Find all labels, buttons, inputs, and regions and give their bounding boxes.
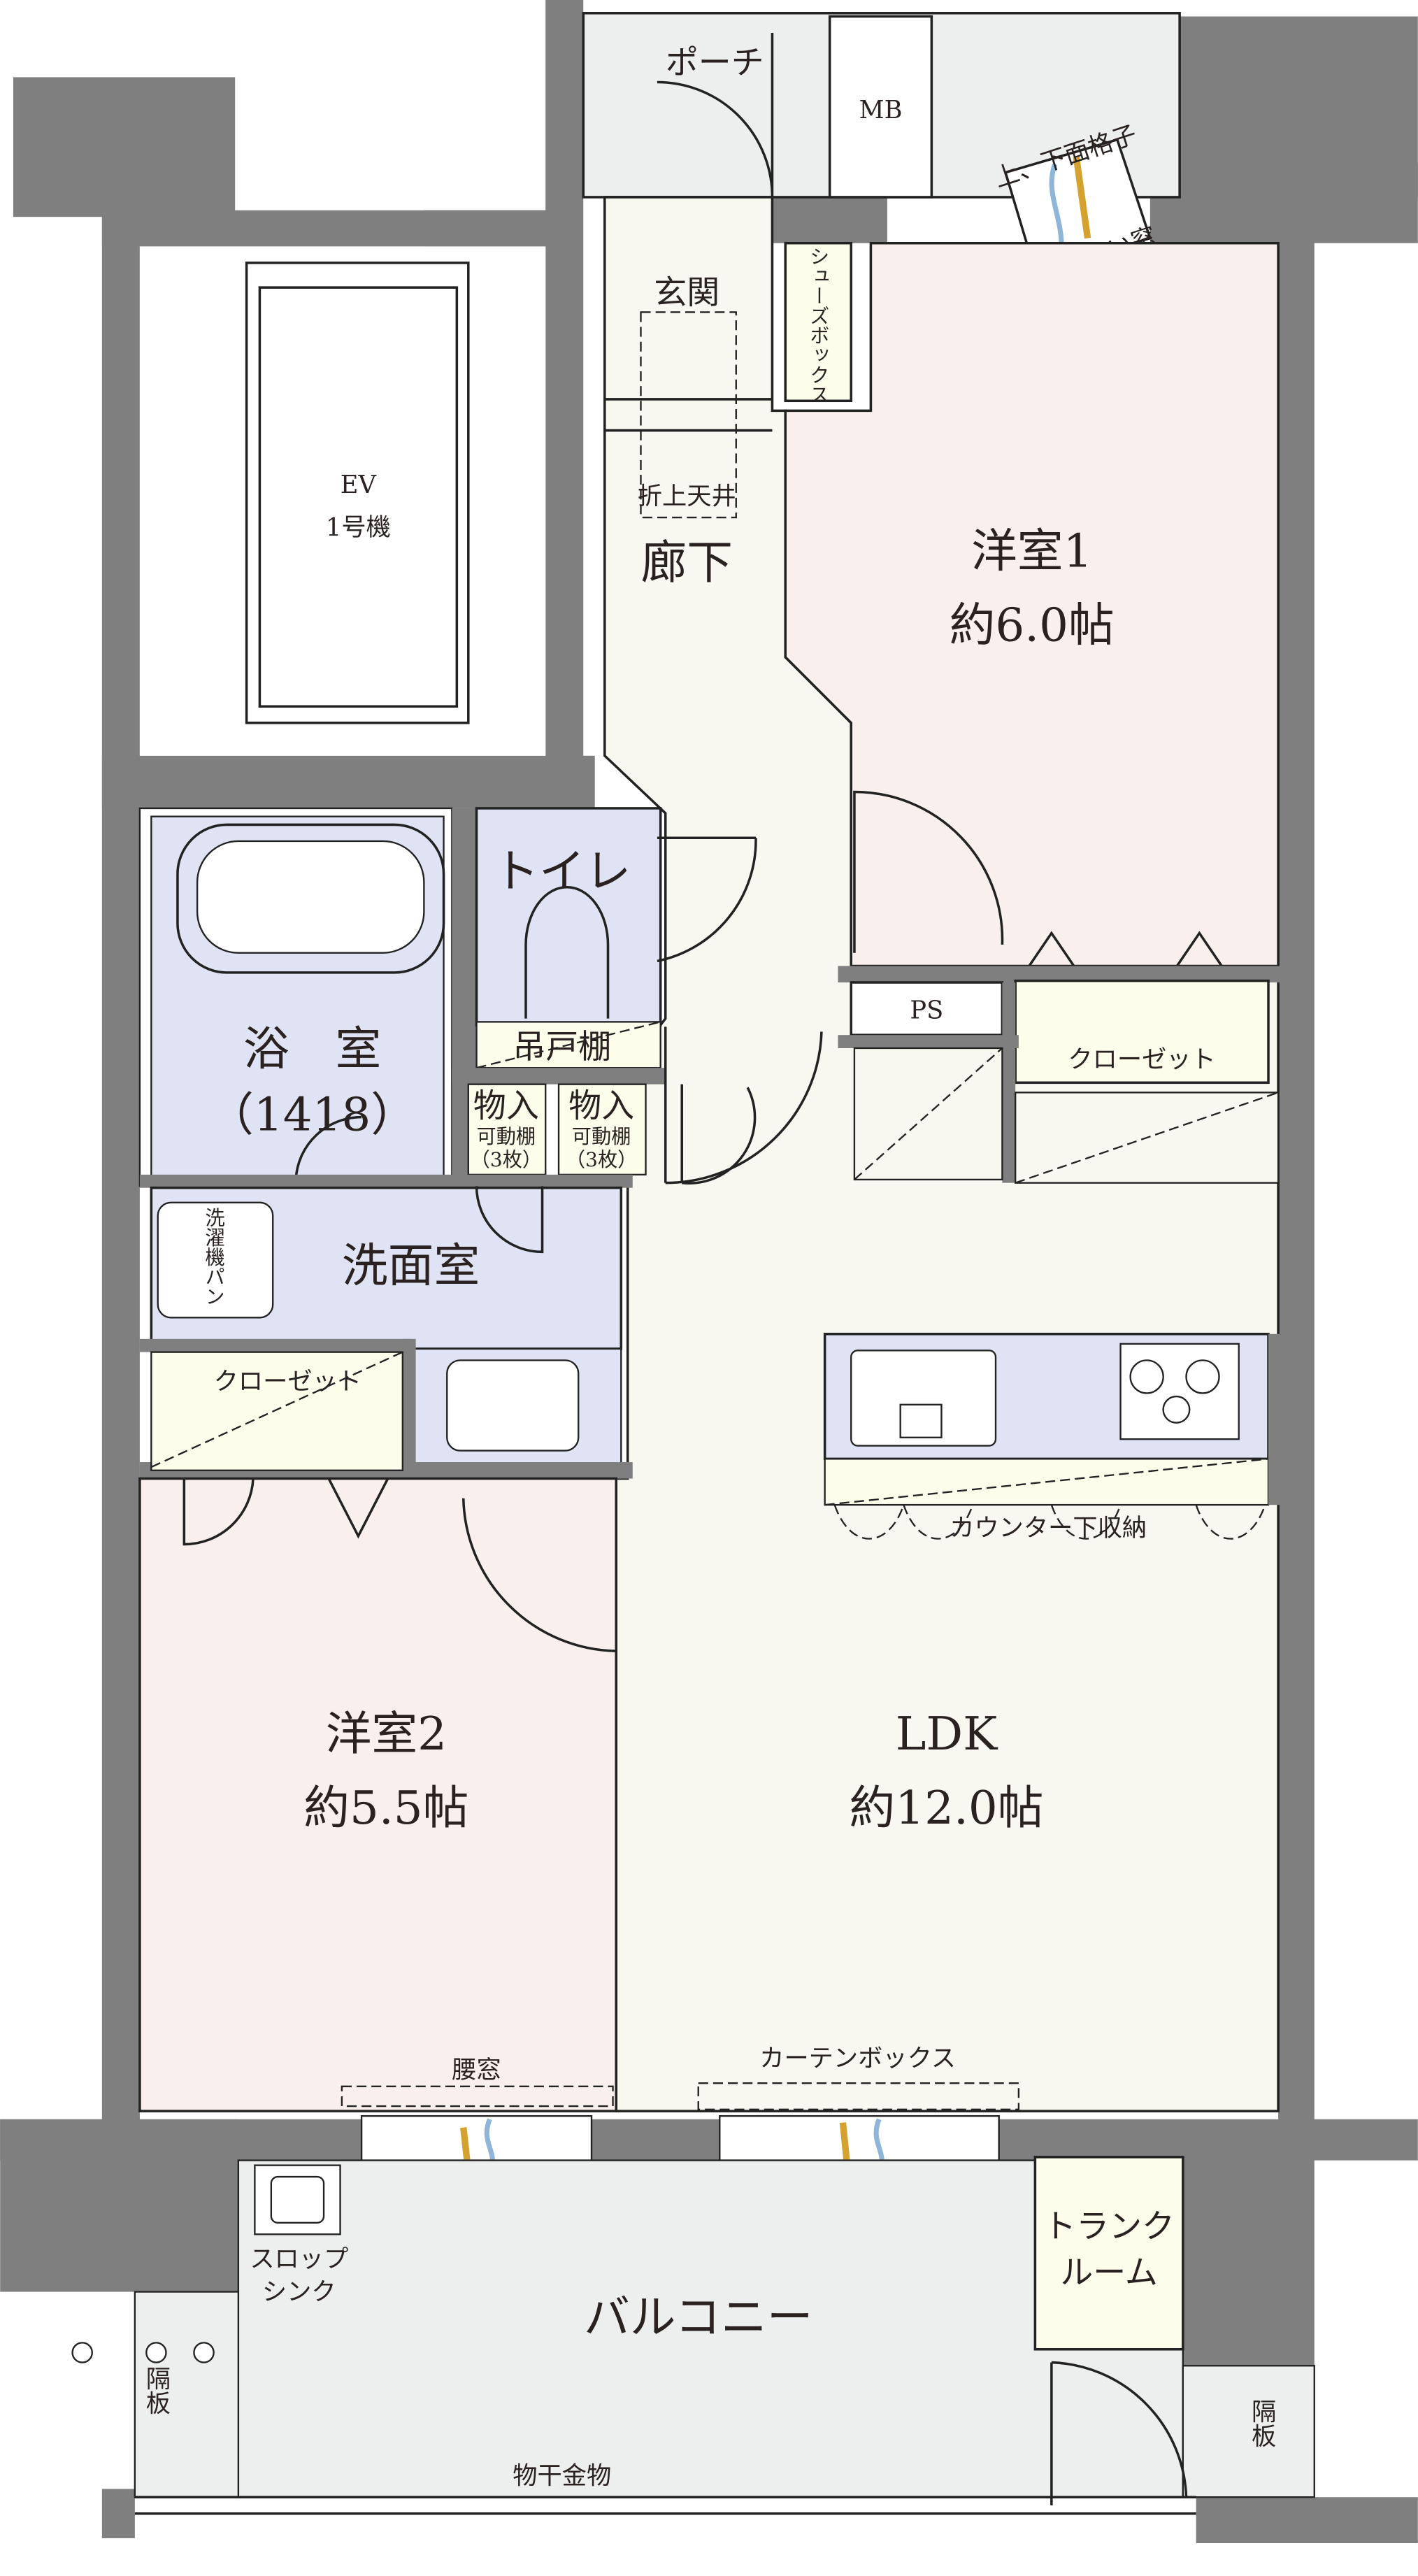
bedroom1 xyxy=(784,241,1280,968)
ldk-label: LDK xyxy=(896,1707,998,1761)
storage-b-count: （3枚） xyxy=(566,1148,638,1171)
raised-ceiling-label: 折上天井 xyxy=(638,482,736,510)
bedroom2-label: 洋室2 xyxy=(326,1707,447,1761)
bedroom2-size: 約5.5帖 xyxy=(303,1781,468,1835)
porch-label: ポーチ xyxy=(666,44,764,83)
shoe-box-label: シューズボックス xyxy=(807,246,830,404)
waist-window: 腰窓 xyxy=(341,2056,614,2173)
entrance-label: 玄関 xyxy=(654,274,719,313)
closet2-label: クローゼット xyxy=(214,1368,361,1396)
toilet-label: トイレ xyxy=(493,845,631,899)
ev-number-label: 1号機 xyxy=(326,513,391,542)
closet1 xyxy=(1014,979,1270,1085)
bedroom1-label: 洋室1 xyxy=(971,524,1092,578)
partition-right-label: 隔板 xyxy=(1247,2398,1276,2447)
shoe-box xyxy=(784,241,852,403)
balcony: スロップ シンク バルコニー トランク ルーム 物干金物 隔板 隔板 xyxy=(71,2156,1315,2515)
trunk-room-label-2: ルーム xyxy=(1060,2254,1158,2292)
counter-storage-label: カウンター下収納 xyxy=(950,1514,1147,1543)
closet1-label: クローゼット xyxy=(1068,1045,1215,1074)
washroom: 洗濯機パン 洗面室 xyxy=(139,1174,633,1465)
balcony-label: バルコニー xyxy=(584,2290,813,2344)
storage-b-label: 物入 xyxy=(568,1087,634,1126)
curtain-box-window: カーテンボックス xyxy=(697,2045,1020,2173)
storage-a: 物入 可動棚 （3枚） xyxy=(467,1083,547,1176)
bath-size: （1418） xyxy=(208,1087,417,1141)
waist-window-label: 腰窓 xyxy=(452,2056,501,2084)
slop-sink-label-1: スロップ xyxy=(250,2245,348,2273)
hallway-label: 廊下 xyxy=(641,536,733,589)
pipe-space xyxy=(850,981,1004,1036)
washer-pan-label: 洗濯機パン xyxy=(202,1208,225,1306)
curtain-box-label: カーテンボックス xyxy=(759,2045,956,2073)
ev-label: EV xyxy=(341,471,377,499)
trunk-room-label-1: トランク xyxy=(1043,2208,1175,2246)
bedroom2 xyxy=(138,1477,618,2112)
bathroom: 浴 室 （1418） xyxy=(138,807,453,1187)
slop-sink-label-2: シンク xyxy=(262,2277,336,2306)
ps-label: PS xyxy=(910,996,943,1025)
storage-b-shelf: 可動棚 xyxy=(572,1125,631,1148)
drying-rack-label: 物干金物 xyxy=(513,2461,611,2490)
ldk-size: 約12.0帖 xyxy=(850,1781,1044,1835)
closet2 xyxy=(150,1351,403,1471)
bath-label: 浴 室 xyxy=(243,1022,381,1075)
washroom-label: 洗面室 xyxy=(342,1239,480,1293)
hanging-shelf-label: 吊戸棚 xyxy=(513,1028,611,1066)
kitchen-counter: カウンター下収納 xyxy=(823,1333,1270,1543)
storage-a-count: （3枚） xyxy=(471,1148,543,1171)
mb-label: MB xyxy=(859,96,903,124)
storage-a-shelf: 可動棚 xyxy=(477,1125,536,1148)
partition-left-label: 隔板 xyxy=(142,2366,171,2414)
storage-a-label: 物入 xyxy=(473,1087,539,1126)
bedroom1-size: 約6.0帖 xyxy=(950,598,1115,652)
elevator-shaft: EV 1号機 xyxy=(139,246,546,756)
toilet: トイレ 吊戸棚 xyxy=(475,807,757,1069)
storage-b: 物入 可動棚 （3枚） xyxy=(557,1083,647,1176)
